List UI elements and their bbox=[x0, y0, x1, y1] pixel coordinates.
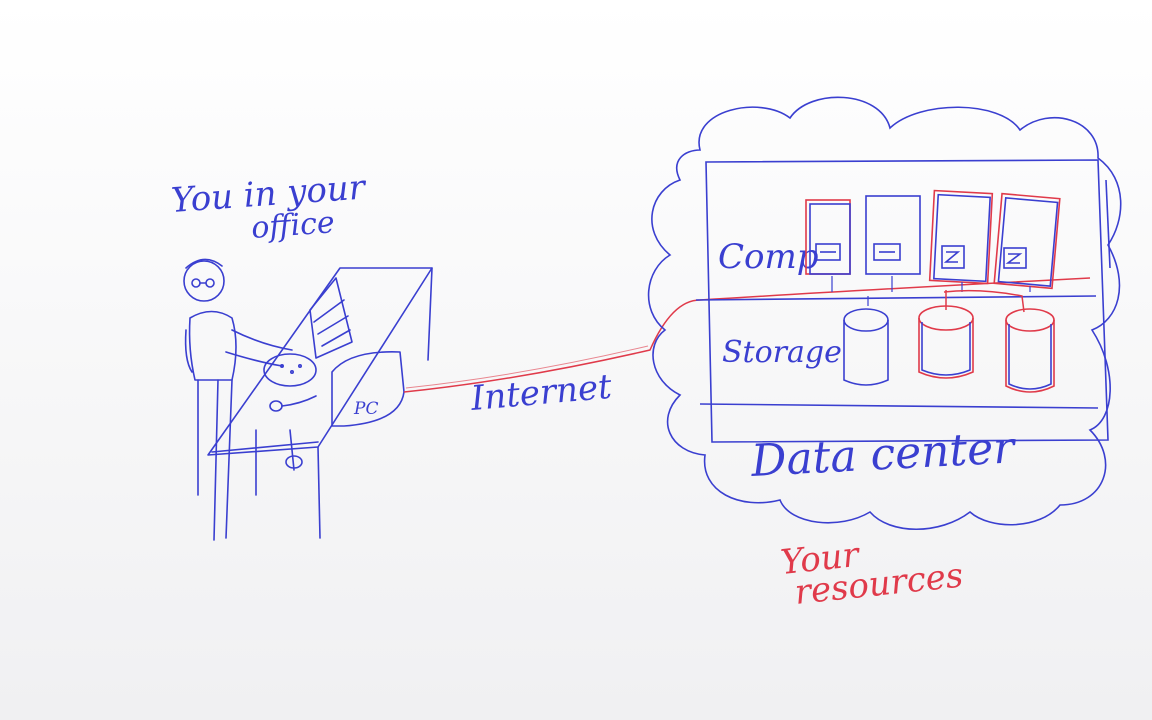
desk-top bbox=[207, 267, 433, 456]
disk-2 bbox=[918, 305, 974, 379]
datacenter-box bbox=[695, 159, 1111, 443]
person-body bbox=[188, 310, 237, 381]
compute-label: Comp bbox=[718, 237, 819, 277]
resources-caption-line1: Your bbox=[779, 535, 863, 583]
internet-label: Internet bbox=[468, 367, 613, 419]
disk-1 bbox=[843, 308, 889, 386]
datacenter-label: Data center bbox=[749, 422, 1018, 487]
cloud-outline bbox=[647, 96, 1122, 530]
server-2 bbox=[865, 195, 921, 275]
server-1 bbox=[805, 199, 851, 275]
server-3 bbox=[928, 189, 994, 285]
disk-3 bbox=[1005, 308, 1055, 393]
storage-disks bbox=[843, 305, 1055, 393]
user-caption-line2: office bbox=[250, 205, 336, 246]
mouse-sketch bbox=[269, 400, 283, 412]
storage-label: Storage bbox=[722, 335, 842, 370]
server-4 bbox=[993, 192, 1061, 290]
person-head bbox=[183, 260, 225, 302]
internet-connection-line bbox=[403, 277, 1091, 393]
laptop-sketch bbox=[309, 277, 353, 359]
pc-box bbox=[331, 351, 405, 427]
user-at-desk-sketch bbox=[183, 258, 433, 541]
pc-label: PC bbox=[353, 399, 378, 419]
compute-servers bbox=[805, 189, 1061, 290]
resource-connectors bbox=[831, 276, 1031, 306]
